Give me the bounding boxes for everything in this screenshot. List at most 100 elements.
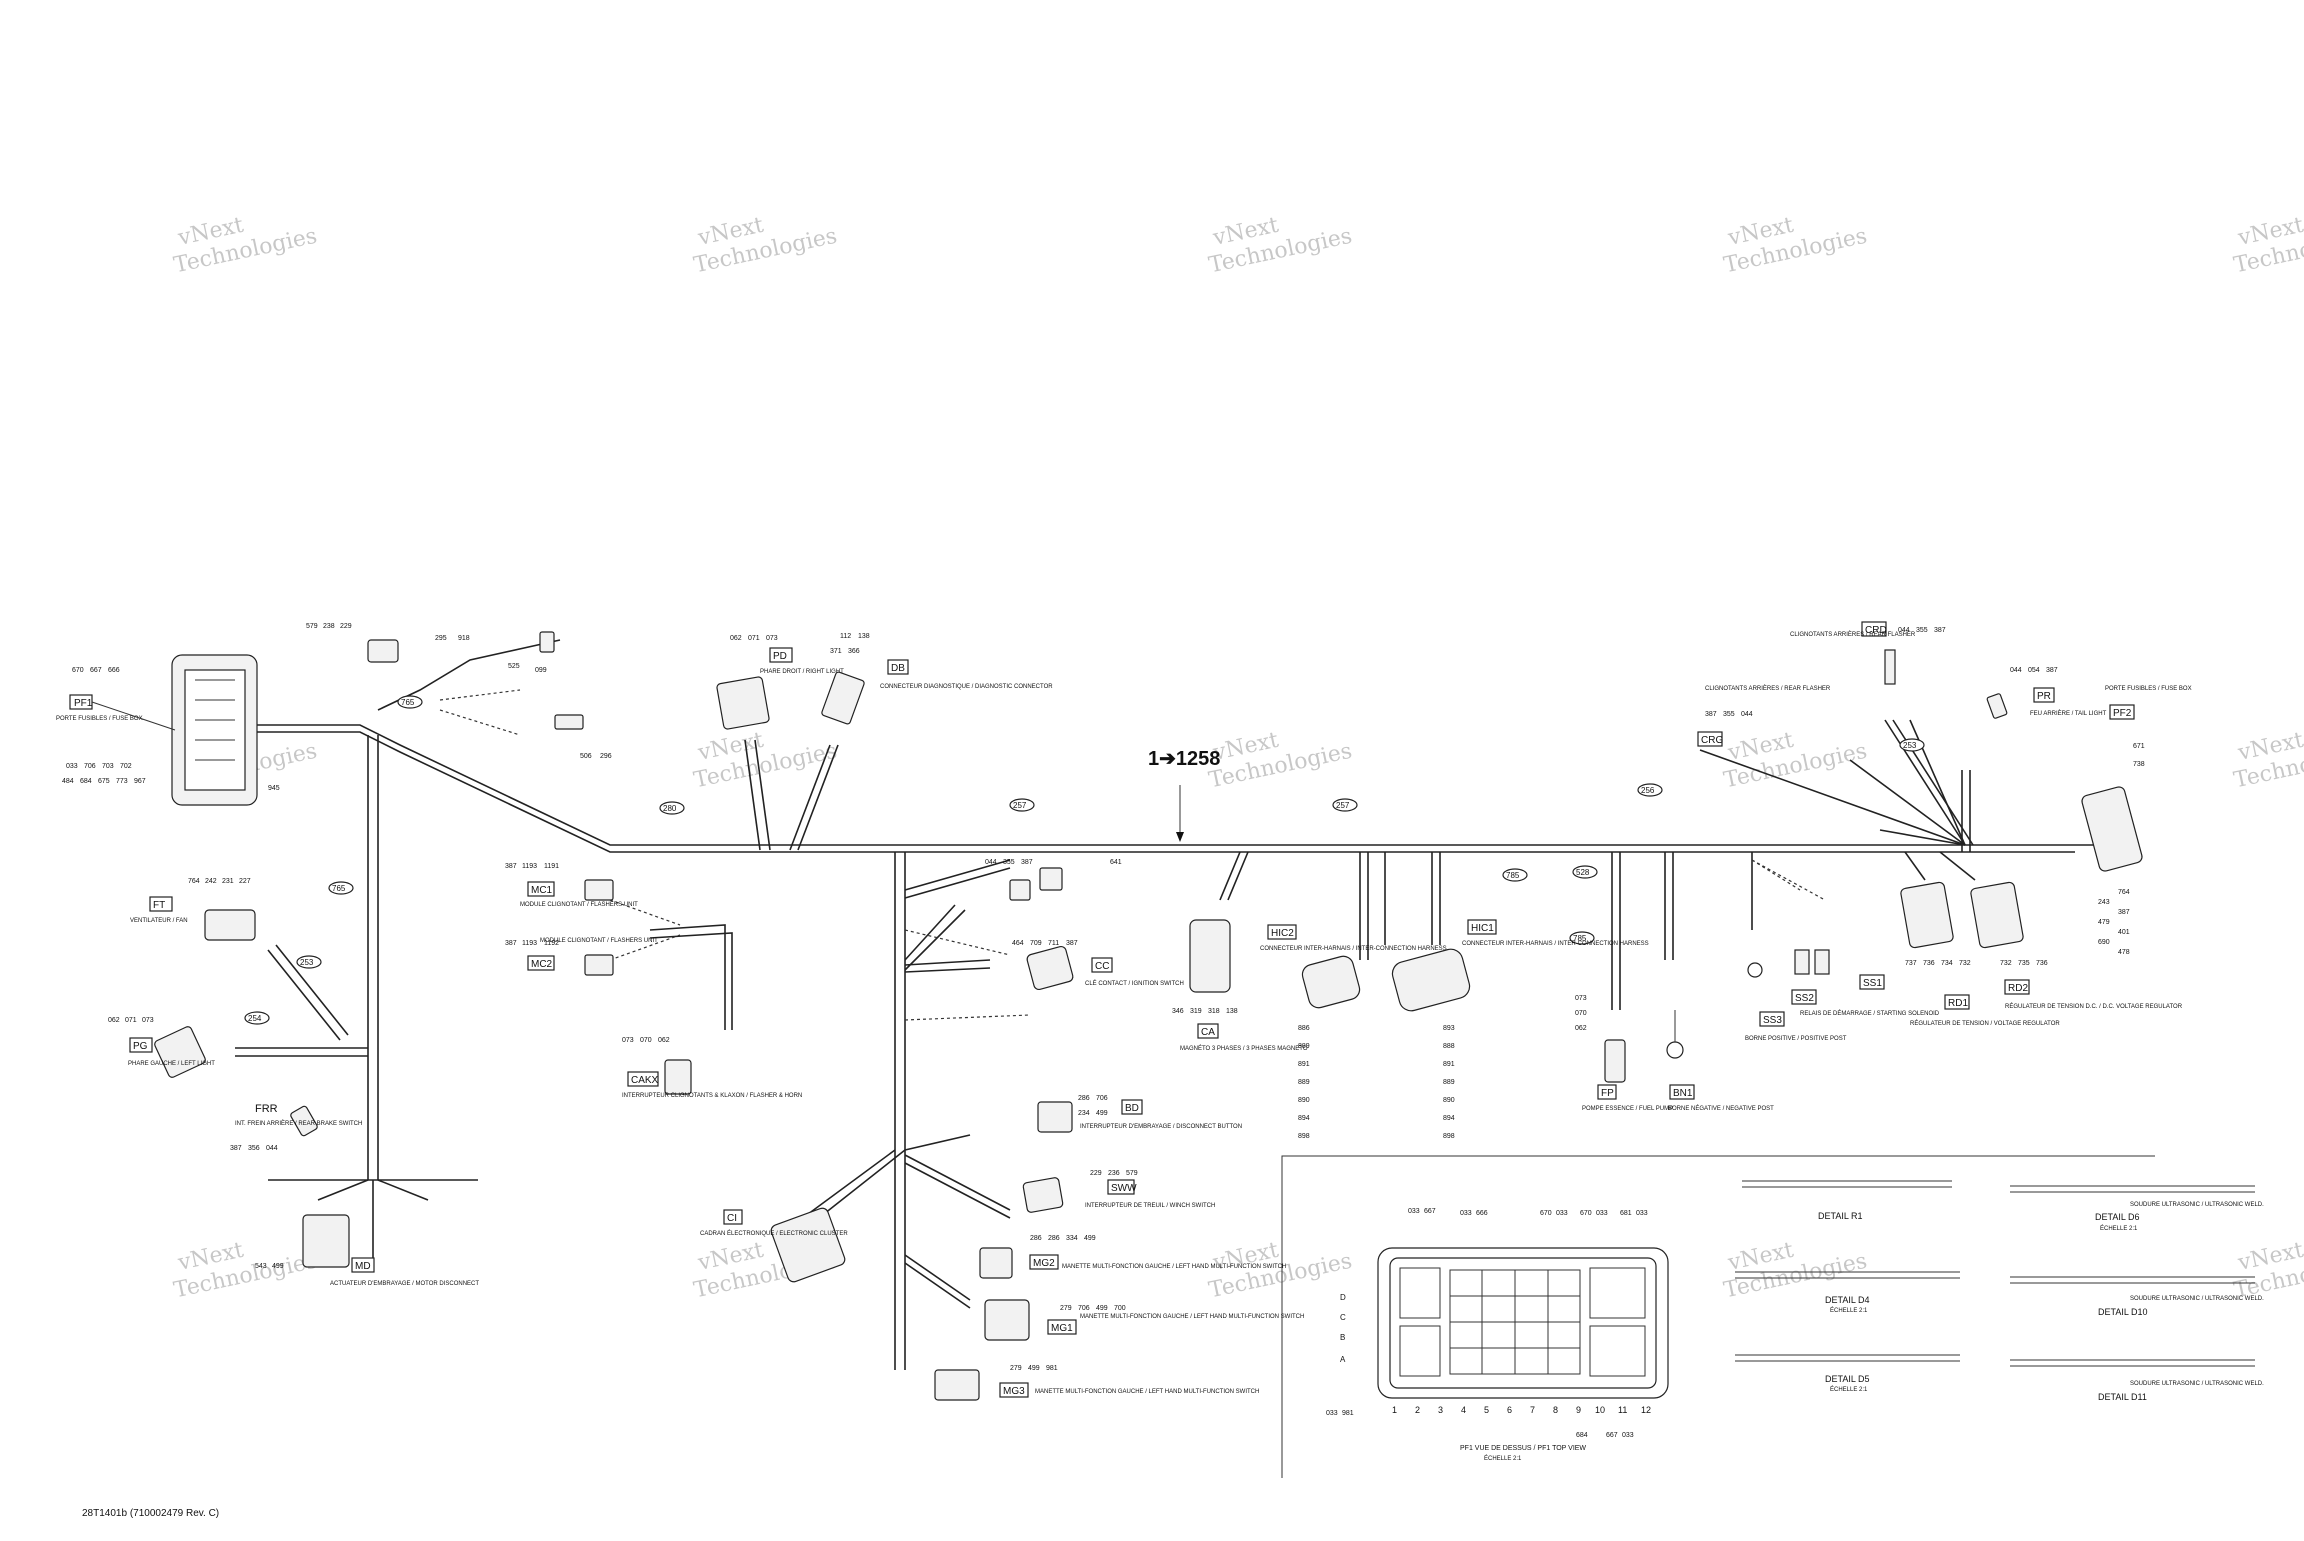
segment-254: 254 (248, 1014, 262, 1023)
connector-mg1[interactable]: MG1 MANETTE MULTI-FONCTION GAUCHE / LEFT… (984, 1299, 1304, 1341)
svg-text:033: 033 (1636, 1210, 1648, 1217)
svg-text:387: 387 (1066, 940, 1078, 947)
svg-text:044: 044 (2010, 667, 2022, 674)
svg-text:073: 073 (766, 635, 778, 642)
svg-text:A: A (1340, 1355, 1346, 1364)
connector-ft[interactable]: FT VENTILATEUR / FAN 764 242 231 227 (130, 878, 256, 941)
svg-text:DETAIL D6: DETAIL D6 (2095, 1212, 2140, 1222)
connector-pr[interactable]: PR FEU ARRIÈRE / TAIL LIGHT 044 054 387 (1986, 667, 2107, 719)
svg-text:033: 033 (1556, 1210, 1568, 1217)
svg-text:732: 732 (2000, 960, 2012, 967)
svg-text:CA: CA (1201, 1027, 1215, 1038)
connector-crg[interactable]: CRG CLIGNOTANTS ARRIÈRES / REAR FLASHER … (1697, 685, 1831, 747)
svg-text:HIC2: HIC2 (1271, 928, 1294, 939)
connector-sww[interactable]: SWW INTERRUPTEUR DE TREUIL / WINCH SWITC… (1022, 1170, 1216, 1213)
svg-text:667: 667 (1606, 1432, 1618, 1439)
svg-text:RÉGULATEUR DE TENSION D.C. / D: RÉGULATEUR DE TENSION D.C. / D.C. VOLTAG… (2005, 1003, 2183, 1010)
winch-connectors[interactable]: 579 238 229 295 918 525 099 506 296 (306, 623, 612, 760)
svg-text:227: 227 (239, 878, 251, 885)
svg-text:CLIGNOTANTS ARRIÈRES / REAR FL: CLIGNOTANTS ARRIÈRES / REAR FLASHER (1790, 631, 1916, 638)
connector-db[interactable]: DB CONNECTEUR DIAGNOSTIQUE / DIAGNOSTIC … (821, 633, 1053, 725)
svg-text:CRD: CRD (1865, 625, 1887, 636)
svg-text:RÉGULATEUR DE TENSION / VOLTAG: RÉGULATEUR DE TENSION / VOLTAGE REGULATO… (1910, 1020, 2060, 1027)
svg-text:FEU ARRIÈRE / TAIL LIGHT: FEU ARRIÈRE / TAIL LIGHT (2030, 710, 2107, 717)
detail-d11: DETAIL D11 SOUDURE ULTRASONIC / ULTRASON… (2010, 1359, 2264, 1402)
svg-text:CLIGNOTANTS ARRIÈRES / REAR FL: CLIGNOTANTS ARRIÈRES / REAR FLASHER (1705, 685, 1831, 692)
connector-pf2[interactable]: PF2 PORTE FUSIBLES / FUSE BOX 671 738 76… (2081, 686, 2192, 956)
svg-text:DB: DB (891, 663, 905, 674)
svg-text:387: 387 (505, 863, 517, 870)
segment-257-b: 257 (1336, 801, 1350, 810)
svg-text:279: 279 (1010, 1365, 1022, 1372)
connector-pd[interactable]: PD PHARE DROIT / RIGHT LIGHT 062 071 073 (716, 635, 844, 730)
connector-mg3[interactable]: MG3 MANETTE MULTI-FONCTION GAUCHE / LEFT… (934, 1365, 1259, 1401)
connector-hic1[interactable]: HIC1 CONNECTEUR INTER-HARNAIS / INTER-CO… (1390, 919, 1649, 1140)
connector-hic2[interactable]: HIC2 CONNECTEUR INTER-HARNAIS / INTER-CO… (1260, 924, 1447, 1140)
svg-text:INTERRUPTEUR D'EMBRAYAGE / DIS: INTERRUPTEUR D'EMBRAYAGE / DISCONNECT BU… (1080, 1124, 1242, 1130)
svg-text:CRG: CRG (1701, 735, 1723, 746)
connector-ss2[interactable]: SS2 RELAIS DE DÉMARRAGE / STARTING SOLEN… (1791, 949, 1940, 1017)
svg-text:773: 773 (116, 778, 128, 785)
connector-ss1[interactable]: SS1 (1814, 949, 1885, 990)
connector-cc[interactable]: CC CLÉ CONTACT / IGNITION SWITCH 464 709… (1012, 940, 1184, 991)
svg-text:MANETTE MULTI-FONCTION GAUCHE: MANETTE MULTI-FONCTION GAUCHE / LEFT HAN… (1035, 1389, 1259, 1395)
svg-text:CLÉ CONTACT / IGNITION SWITCH: CLÉ CONTACT / IGNITION SWITCH (1085, 980, 1184, 987)
svg-text:POMPE ESSENCE / FUEL PUMP: POMPE ESSENCE / FUEL PUMP (1582, 1106, 1673, 1112)
connector-md[interactable]: MD ACTUATEUR D'EMBRAYAGE / MOTOR DISCONN… (255, 1214, 479, 1287)
svg-text:5: 5 (1484, 1405, 1489, 1415)
connector-mc2[interactable]: MC2 MODULE CLIGNOTANT / FLASHERS UNIT 38… (505, 938, 658, 976)
svg-text:PF2: PF2 (2113, 708, 2132, 719)
svg-text:371: 371 (830, 648, 842, 655)
connector-pf1[interactable]: PF1 PORTE FUSIBLES / FUSE BOX (56, 654, 258, 806)
svg-text:401: 401 (2118, 929, 2130, 936)
svg-text:1191: 1191 (544, 863, 559, 870)
svg-text:703: 703 (102, 763, 114, 770)
svg-text:044: 044 (1898, 627, 1910, 634)
connector-pg[interactable]: PG PHARE GAUCHE / LEFT LIGHT 062 071 073 (108, 1017, 215, 1079)
svg-text:1193: 1193 (522, 940, 537, 947)
svg-text:670: 670 (1580, 1210, 1592, 1217)
connector-fp[interactable]: FP POMPE ESSENCE / FUEL PUMP 073 070 062 (1575, 995, 1673, 1112)
svg-text:479: 479 (2098, 919, 2110, 926)
fuse-callouts-bottom: 033 981 684 667 033 (1326, 1410, 1634, 1439)
svg-text:054: 054 (2028, 667, 2040, 674)
svg-text:PG: PG (133, 1041, 148, 1052)
connector-bd[interactable]: BD INTERRUPTEUR D'EMBRAYAGE / DISCONNECT… (1037, 1095, 1242, 1133)
svg-text:464: 464 (1012, 940, 1024, 947)
connector-frr[interactable]: FRR INT. FREIN ARRIÈRE / REAR BRAKE SWIT… (230, 1103, 362, 1152)
svg-text:2: 2 (1415, 1405, 1420, 1415)
svg-text:387: 387 (1021, 859, 1033, 866)
svg-text:886: 886 (1298, 1025, 1310, 1032)
svg-text:MANETTE MULTI-FONCTION GAUCHE: MANETTE MULTI-FONCTION GAUCHE / LEFT HAN… (1062, 1264, 1286, 1270)
connector-crd[interactable]: CRD CLIGNOTANTS ARRIÈRES / REAR FLASHER … (1790, 621, 1946, 685)
overall-length-label: 1➔1258 (1148, 748, 1220, 770)
connector-rd2[interactable]: RD2 RÉGULATEUR DE TENSION D.C. / D.C. VO… (1970, 881, 2183, 1010)
connector-mg2[interactable]: MG2 MANETTE MULTI-FONCTION GAUCHE / LEFT… (979, 1235, 1286, 1279)
svg-text:033: 033 (1460, 1210, 1472, 1217)
dc-connectors[interactable]: 044 355 387 641 (985, 859, 1122, 901)
svg-text:SS3: SS3 (1763, 1015, 1782, 1026)
connector-bn1[interactable]: BN1 BORNE NÉGATIVE / NEGATIVE POST (1666, 1010, 1774, 1112)
svg-text:CONNECTEUR DIAGNOSTIQUE / DIAG: CONNECTEUR DIAGNOSTIQUE / DIAGNOSTIC CON… (880, 684, 1053, 690)
svg-text:CADRAN ÉLECTRONIQUE / ELECTRON: CADRAN ÉLECTRONIQUE / ELECTRONIC CLUSTER (700, 1230, 848, 1237)
harness-trunk (235, 639, 2125, 1370)
svg-text:138: 138 (858, 633, 870, 640)
connector-ci[interactable]: CI CADRAN ÉLECTRONIQUE / ELECTRONIC CLUS… (700, 1207, 848, 1284)
svg-text:918: 918 (458, 635, 470, 642)
svg-text:062: 062 (658, 1037, 670, 1044)
connector-cakx[interactable]: CAKX INTERRUPTEUR CLIGNOTANTS & KLAXON /… (622, 1037, 802, 1099)
connector-ss3[interactable]: SS3 BORNE POSITIVE / POSITIVE POST (1745, 962, 1847, 1042)
connector-rd1[interactable]: RD1 RÉGULATEUR DE TENSION / VOLTAGE REGU… (1900, 881, 2060, 1027)
svg-text:478: 478 (2118, 949, 2130, 956)
connector-mc1[interactable]: MC1 MODULE CLIGNOTANT / FLASHERS UNIT 38… (505, 863, 638, 908)
svg-text:MG1: MG1 (1051, 1323, 1073, 1334)
svg-text:764: 764 (2118, 889, 2130, 896)
svg-text:286: 286 (1030, 1235, 1042, 1242)
svg-text:234: 234 (1078, 1110, 1090, 1117)
svg-text:667: 667 (1424, 1208, 1436, 1215)
svg-text:ACTUATEUR D'EMBRAYAGE / MOTOR: ACTUATEUR D'EMBRAYAGE / MOTOR DISCONNECT (330, 1281, 479, 1287)
connector-ca[interactable]: CA MAGNÉTO 3 PHASES / 3 PHASES MAGNETO 3… (1172, 919, 1308, 1052)
svg-text:690: 690 (2098, 939, 2110, 946)
svg-text:033: 033 (66, 763, 78, 770)
